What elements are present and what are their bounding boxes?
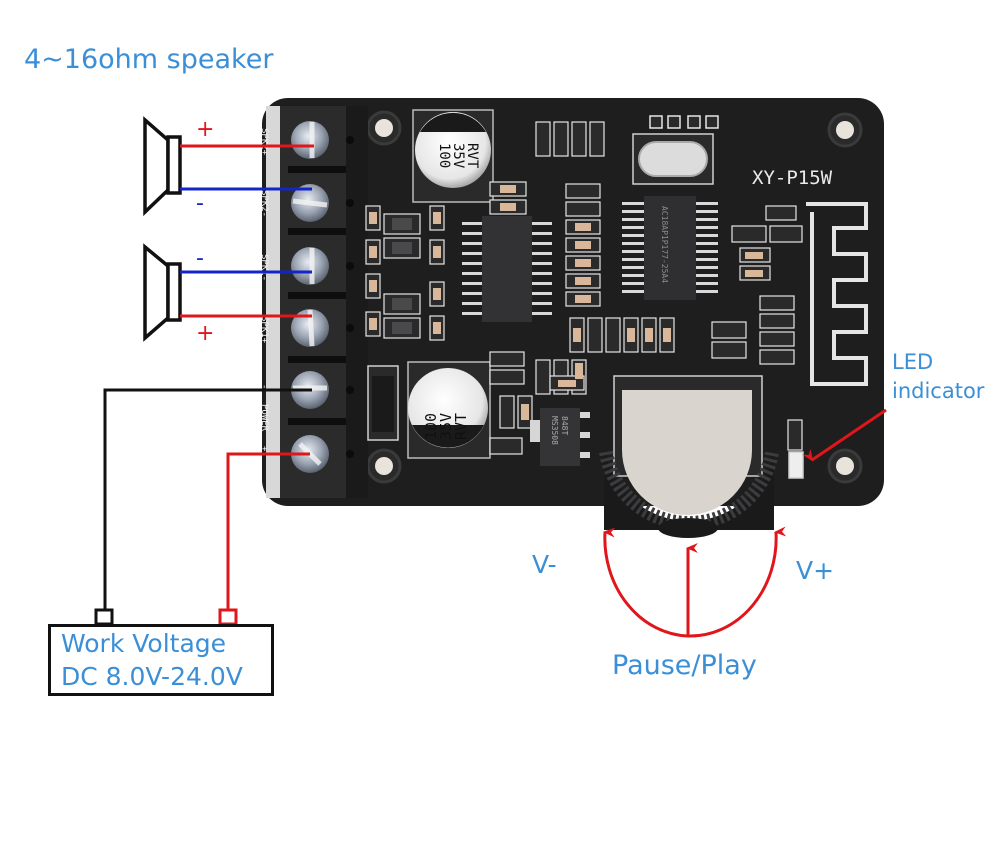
led-pointer-arrow [802,408,887,462]
led-indicator-label: LED indicator [892,348,984,406]
label-power-minus: - [259,384,269,389]
volume-up-arrow [687,526,787,638]
knob-arrows [603,526,787,638]
power-wires [103,388,312,610]
volume-up-label: V+ [796,556,835,585]
led-label-line2: indicator [892,379,985,403]
label-spk1-plus: SPK1+ [259,316,269,344]
smd-bodies [369,185,763,420]
label-power-plus: + [259,446,269,452]
crystal-pads [649,115,719,129]
spk2-plus-sign: + [196,117,214,142]
volume-down-arrow [603,527,689,638]
led-label-line1: LED [892,350,934,374]
board-model-label: XY-P15W [752,167,833,189]
pcb-board: SPK2+ SPK2- SPK1- SPK1+ - POWER + 100 35… [259,98,884,538]
power-supply-title: Work Voltage [61,629,227,658]
label-power: POWER [259,404,269,432]
svg-text:100: 100 [436,143,452,168]
mounting-holes [366,110,863,484]
bluetooth-chip: AC18AP1P177-25A4 [622,196,718,300]
cap1-voltage: 35V [450,143,466,169]
polarity-signs: + - - + [196,117,214,346]
cap2-value: 100 [422,413,440,440]
speaker-2-icon [143,116,182,217]
power-supply-range: DC 8.0V-24.0V [61,662,243,691]
label-spk2-minus: SPK2- [259,190,269,217]
cap1-value: 100 [436,143,452,168]
crystal-oscillator [632,133,714,185]
label-spk2-plus: SPK2+ [259,128,269,156]
chip-marking: AC18AP1P177-25A4 [660,206,669,283]
capacitor-bottom: 100 35V RVT [407,361,491,459]
wire-power-minus [103,388,312,610]
antenna-trace [806,202,868,386]
regulator-marking-2: 848T [560,416,569,435]
terminal-labels: SPK2+ SPK2- SPK1- SPK1+ - POWER + [259,128,269,452]
spk1-plus-sign: + [196,321,214,346]
regulator: MS3508 848T [530,408,590,466]
speaker-1-icon [143,243,182,342]
rotary-knob[interactable] [599,375,779,538]
volume-down-label: V- [532,550,557,579]
psu-connectors [94,608,238,626]
label-spk1-minus: SPK1- [259,254,269,281]
cap2-voltage: 35V [437,413,455,440]
pause-play-label: Pause/Play [612,650,757,681]
spk1-minus-sign: - [196,246,204,271]
inductors [392,218,412,334]
cap2-series: RVT [452,413,470,440]
speaker-wires [180,144,314,318]
speaker-impedance-title: 4~16ohm speaker [24,44,274,75]
amplifier-chip [462,216,552,322]
cap1-series: RVT [464,143,480,169]
terminal-block [266,106,368,498]
spk2-minus-sign: - [196,191,204,216]
diode [367,365,399,441]
capacitor-top: 100 35V RVT [412,109,494,203]
wire-power-plus [226,452,310,610]
power-supply-box: Work Voltage DC 8.0V-24.0V [48,624,274,696]
regulator-marking-1: MS3508 [550,416,559,445]
led-indicator [788,451,804,479]
